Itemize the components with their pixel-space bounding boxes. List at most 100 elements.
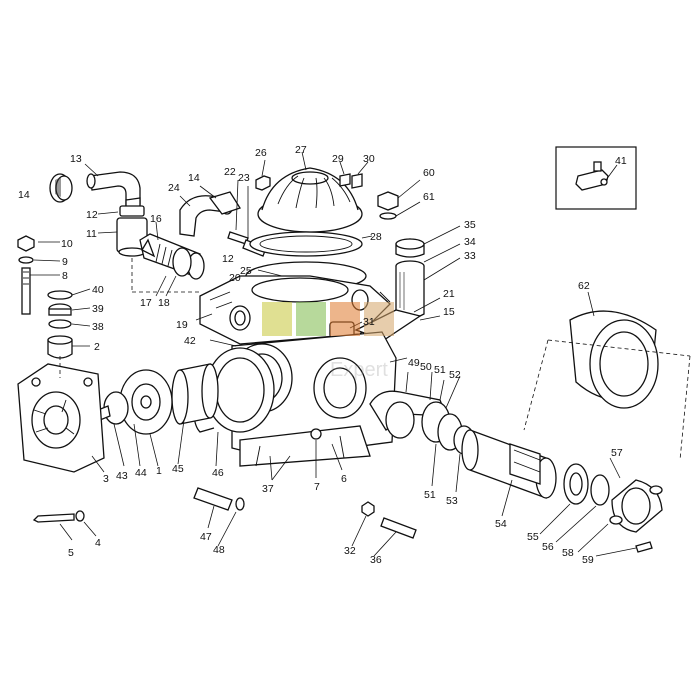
part-labels: 13 14 12 11 10 9 8 40 39 38 2 16 17 18 2… [18,144,627,566]
part-label-20: 20 [229,272,241,284]
part-label-26: 26 [255,147,267,159]
elbow-fitting-24 [179,185,241,237]
part-label-53: 53 [446,495,458,507]
part-label-18: 18 [158,297,170,309]
inset-detail-41 [555,146,637,210]
part-label-7: 7 [314,481,320,493]
part-label-44: 44 [135,467,147,479]
part-label-50: 50 [420,361,432,373]
part-label-13: 13 [70,153,82,165]
part-label-35: 35 [464,219,476,231]
part-label-34: 34 [464,236,476,248]
part-label-12: 12 [86,209,98,221]
bolt-5-washer-4 [32,510,97,541]
nut-32-bolt-36 [351,501,417,557]
part-label-22: 22 [224,166,236,178]
bearing-cover-57-58 [577,457,663,557]
crankshaft-54 [461,429,557,517]
part-label-19: 19 [176,319,188,331]
part-label-24: 24 [168,182,180,194]
part-label-56: 56 [542,541,554,553]
part-label-47: 47 [200,531,212,543]
part-label-31: 31 [363,316,375,328]
part-label-39: 39 [92,303,104,315]
watermark-tile-4 [364,302,394,336]
part-label-49: 49 [408,357,420,369]
part-label-57: 57 [611,447,623,459]
piston-45 [171,363,219,425]
pto-guard-62 [523,291,691,461]
part-label-2: 2 [94,341,100,353]
part-label-48: 48 [213,544,225,556]
part-label-29: 29 [332,153,344,165]
watermark-tile-3 [330,302,360,336]
part-label-30: 30 [363,153,375,165]
part-label-11: 11 [86,228,97,240]
part-label-1: 1 [156,465,162,477]
bolts-22-23-26 [227,159,271,257]
part-label-14: 14 [18,189,30,201]
part-label-4: 4 [95,537,101,549]
connecting-rod-49-52 [369,371,475,493]
crankcase-body [209,331,408,481]
part-label-33: 33 [464,250,476,262]
part-label-3: 3 [103,473,109,485]
small-parts-column [17,235,91,359]
part-label-12b: 12 [222,253,234,265]
part-label-32: 32 [344,545,356,557]
diaphragm-cover-27 [257,151,363,233]
bearing-55-56 [539,463,610,543]
part-label-10: 10 [61,238,73,250]
part-label-6: 6 [341,473,347,485]
valve-disc-44-43 [97,391,219,467]
part-label-43: 43 [116,470,128,482]
part-label-45: 45 [172,463,184,475]
watermark-logo: Expert [262,302,394,381]
diaphragm-28 [249,231,373,257]
part-label-25: 25 [240,265,252,277]
part-label-55: 55 [527,531,539,543]
part-label-16: 16 [150,213,162,225]
watermark-tile-2 [296,302,326,336]
part-label-14b: 14 [188,172,200,184]
nut-14 [49,173,73,203]
bolts-29-30 [339,161,369,189]
part-label-36: 36 [370,554,382,566]
plug-60-61 [377,179,421,220]
accumulator-33-35 [395,225,461,319]
part-label-28: 28 [370,231,382,243]
part-label-59: 59 [582,554,594,566]
check-valve-assembly-16-18 [131,221,205,297]
pump-head-3 [17,356,105,473]
part-label-21: 21 [443,288,455,300]
part-label-42: 42 [184,335,196,347]
part-label-60: 60 [423,167,435,179]
pin-47-circlip-48 [193,487,245,547]
elbow-fitting-13 [84,163,141,211]
watermark-text: Expert [330,359,388,381]
watermark-tile-1 [262,302,292,336]
part-label-23: 23 [238,172,250,184]
diaphragm-disc-1 [119,369,173,435]
part-label-8: 8 [62,270,68,282]
part-label-5: 5 [68,547,74,559]
part-label-58: 58 [562,547,574,559]
piston-cylinder-46 [193,347,275,433]
part-label-41: 41 [615,155,627,167]
part-label-61: 61 [423,191,435,203]
part-label-51: 51 [434,364,446,376]
part-label-46: 46 [212,467,224,479]
part-label-38: 38 [92,321,104,333]
part-label-40: 40 [92,284,104,296]
part-label-52: 52 [449,369,461,381]
part-label-37: 37 [262,483,274,495]
part-label-27: 27 [295,144,307,156]
part-label-9: 9 [62,256,68,268]
part-label-51b: 51 [424,489,436,501]
part-label-54: 54 [495,518,507,530]
tee-fitting-11-12 [97,205,148,257]
part-label-62: 62 [578,280,590,292]
part-label-15: 15 [443,306,455,318]
